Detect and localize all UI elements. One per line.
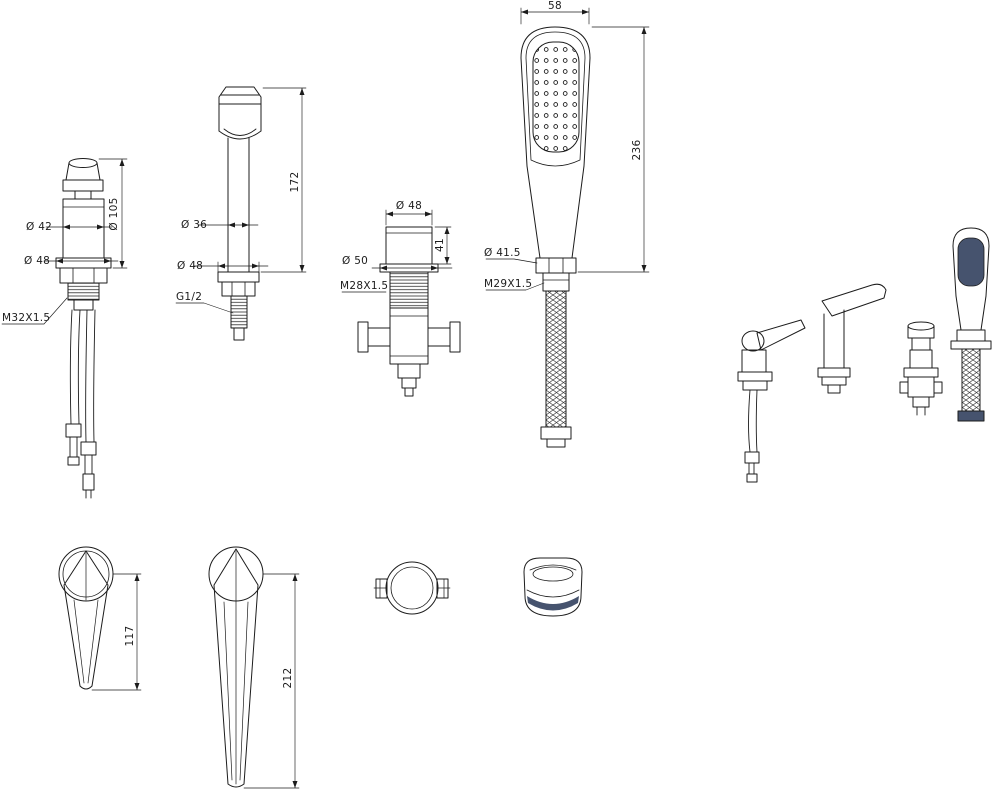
handshower-view: 58 236 Ø 41.5 M29X1.5 — [484, 0, 650, 448]
diverter-plan-right-tab — [436, 578, 449, 599]
handshower-hose-end — [540, 426, 572, 440]
dim-label-d48: Ø 48 — [177, 260, 203, 272]
lever-long-plan-view: 212 — [208, 546, 300, 789]
assembled-spout-arm — [821, 283, 887, 317]
dim-label-d415: Ø 41.5 — [484, 247, 521, 259]
handshower-plan-outline — [523, 557, 583, 617]
handle-hex-nut — [59, 267, 108, 284]
diverter-left-port — [367, 327, 391, 347]
assembled-shower-hose — [961, 348, 981, 412]
dim-label-m29: M29X1.5 — [484, 278, 532, 290]
handshower-spray-face — [532, 41, 580, 153]
assembled-handle-lever — [756, 319, 806, 351]
lever-long-dimensions — [243, 573, 300, 789]
spout-flange — [217, 271, 260, 283]
handshower-inner-outline — [525, 31, 586, 167]
handshower-hose — [545, 290, 567, 428]
lever-short-dimensions — [91, 573, 142, 691]
diverter-right-port — [427, 327, 451, 347]
dim-label-58: 58 — [548, 0, 562, 12]
spout-column — [227, 137, 250, 273]
lever-short-plan-view: 117 — [58, 546, 142, 691]
diverter-labels: Ø 48 41 Ø 50 M28X1.5 — [340, 200, 446, 292]
assembled-handshower — [950, 227, 992, 422]
spout-view: Ø 36 Ø 48 G1/2 172 — [175, 86, 307, 341]
dim-label-236: 236 — [631, 140, 643, 161]
dim-label-m32: M32X1.5 — [2, 312, 50, 324]
spout-head — [218, 86, 262, 132]
assembled-set-view — [737, 227, 992, 483]
handle-tube-fitting-right — [80, 441, 97, 456]
dim-label-d48: Ø 48 — [396, 200, 422, 212]
handshower-fitting — [542, 272, 570, 292]
diverter-dimensions — [341, 209, 453, 293]
handle-knob-top — [68, 158, 98, 168]
handle-valve-dimensions — [1, 158, 128, 325]
handle-supply-tubes — [69, 309, 96, 443]
lever-long-body — [213, 548, 259, 788]
spout-threaded-stub — [230, 295, 248, 329]
diverter-view: Ø 48 41 Ø 50 M28X1.5 — [340, 200, 461, 397]
diverter-threaded-section — [389, 271, 429, 309]
diverter-plan-left-tab — [375, 578, 388, 599]
dim-label-d48: Ø 48 — [24, 255, 50, 267]
handshower-labels: 58 236 Ø 41.5 M29X1.5 — [484, 0, 643, 290]
spout-foot — [233, 327, 245, 341]
dim-label-41: 41 — [434, 238, 446, 252]
handle-knob-body — [62, 162, 104, 200]
dim-label-d36: Ø 36 — [181, 219, 207, 231]
handle-tailpiece — [73, 299, 94, 311]
diverter-bottom-outlet — [397, 363, 421, 379]
dim-label-d105: Ø 105 — [108, 197, 120, 230]
handle-valve-labels: Ø 42 Ø 48 Ø 105 M32X1.5 — [2, 197, 120, 324]
handle-threaded-section — [67, 282, 100, 301]
spout-hex-nut — [221, 281, 256, 297]
diverter-cap — [385, 226, 433, 265]
handle-valve-view: Ø 42 Ø 48 Ø 105 M32X1.5 — [1, 158, 128, 499]
spout-outlet-arcs — [218, 128, 262, 140]
dim-label-212: 212 — [282, 668, 294, 689]
dim-label-d50: Ø 50 — [342, 255, 368, 267]
handshower-outline — [520, 26, 591, 259]
diverter-plan-view — [373, 561, 451, 615]
spout-dimensions — [175, 87, 307, 314]
lever-short-body — [63, 550, 109, 690]
handle-tube-fitting-left — [65, 423, 82, 438]
handshower-nut — [535, 257, 577, 274]
assembled-shower-face — [957, 237, 985, 287]
spout-labels: Ø 36 Ø 48 G1/2 172 — [176, 172, 301, 303]
dim-label-117: 117 — [124, 626, 136, 647]
assembled-handle — [737, 319, 806, 483]
assembled-diverter — [899, 321, 943, 416]
handshower-dimensions — [485, 7, 650, 291]
dim-label-m28: M28X1.5 — [340, 280, 388, 292]
assembled-spout — [817, 283, 887, 394]
handshower-plan-view — [523, 557, 583, 617]
dim-label-g12: G1/2 — [176, 291, 202, 303]
handle-flange — [55, 257, 112, 269]
dim-label-d42: Ø 42 — [26, 221, 52, 233]
dim-label-172: 172 — [289, 172, 301, 193]
handshower-plan-band — [527, 596, 579, 611]
